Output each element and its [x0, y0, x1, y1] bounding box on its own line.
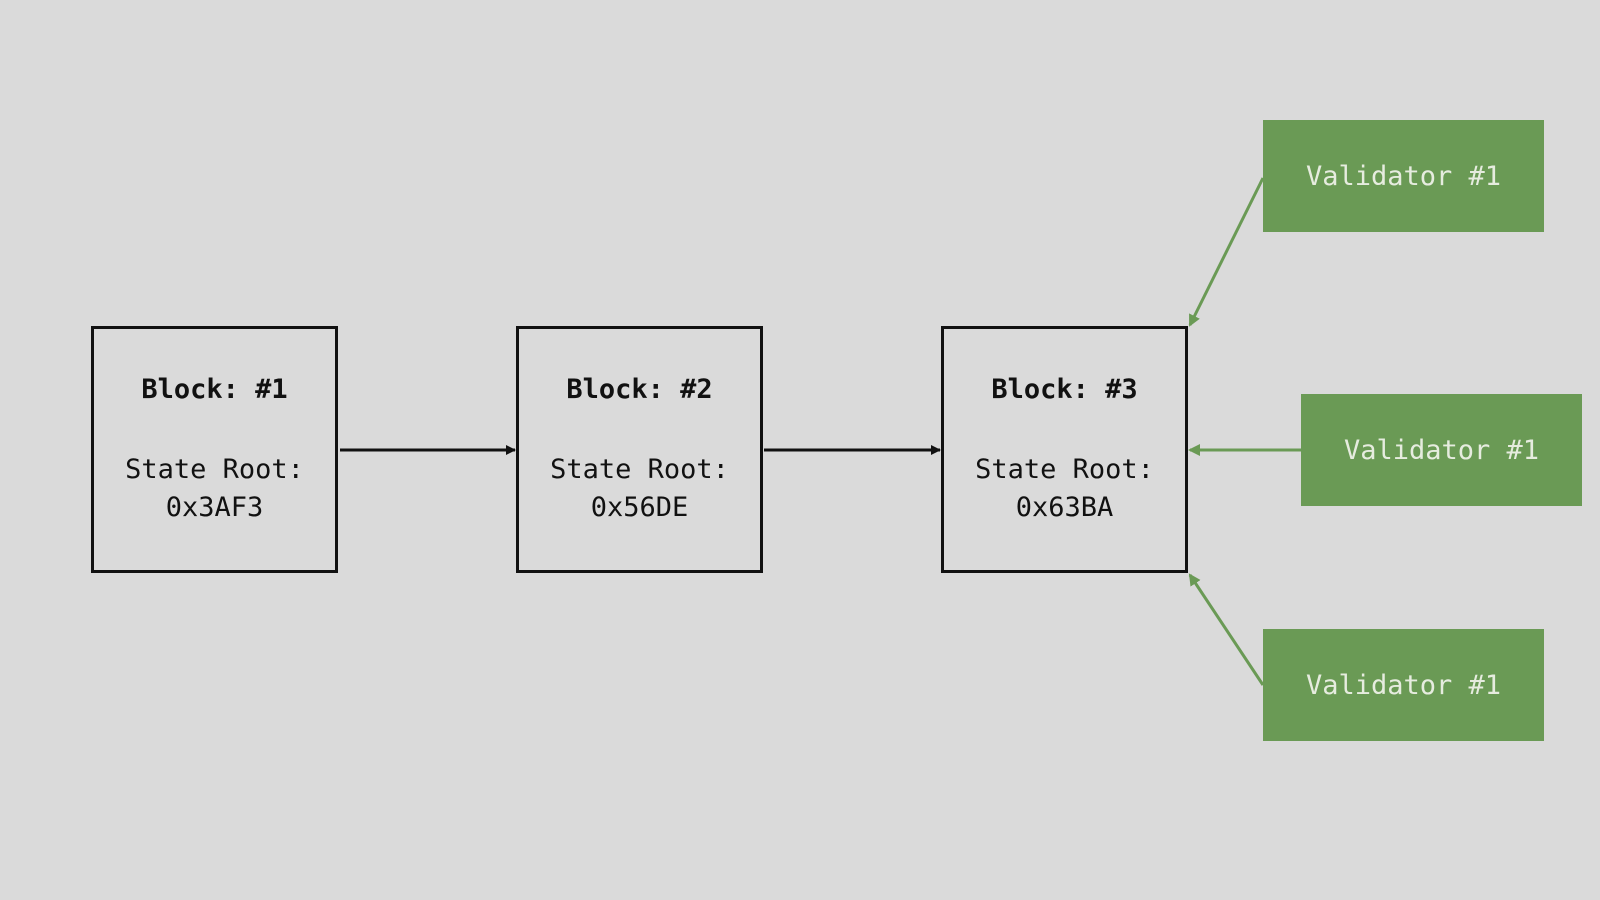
vote-arrow-validator3-to-block3 — [1188, 573, 1265, 686]
block-2[interactable]: Block: #2 State Root: 0x56DE — [516, 326, 763, 573]
vote-arrow-validator1-to-block3 — [1188, 177, 1265, 327]
block-title: Block: #1 — [141, 373, 288, 405]
block-title: Block: #2 — [566, 373, 713, 405]
state-root-value: 0x56DE — [590, 491, 689, 523]
state-root-label: State Root: — [125, 453, 304, 485]
block-title: Block: #3 — [991, 373, 1138, 405]
state-root-label: State Root: — [975, 453, 1154, 485]
validator-3[interactable]: Validator #1 — [1263, 629, 1544, 741]
validator-1[interactable]: Validator #1 — [1263, 120, 1544, 232]
block-1[interactable]: Block: #1 State Root: 0x3AF3 — [91, 326, 338, 573]
validator-2[interactable]: Validator #1 — [1301, 394, 1582, 506]
state-root-value: 0x3AF3 — [165, 491, 264, 523]
state-root-label: State Root: — [550, 453, 729, 485]
state-root-value: 0x63BA — [1015, 491, 1114, 523]
block-3[interactable]: Block: #3 State Root: 0x63BA — [941, 326, 1188, 573]
